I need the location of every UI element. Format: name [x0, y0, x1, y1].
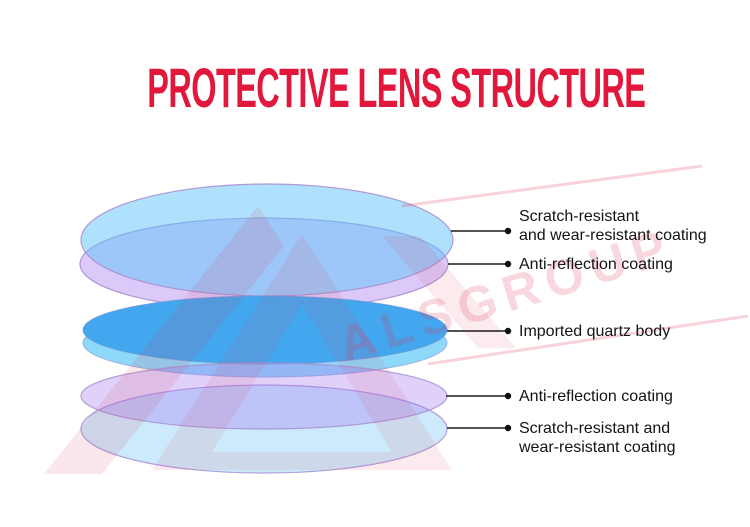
label-upper-anti-reflection: Anti-reflection coating — [519, 256, 673, 273]
watermark-logo-slash — [382, 236, 516, 348]
label-top-coating: Scratch-resistant and wear-resistant coa… — [519, 208, 707, 244]
bullet-dot — [504, 392, 512, 400]
label-quartz-body: Imported quartz body — [519, 323, 671, 340]
leader-lines — [446, 230, 505, 429]
label-bottom-coating: Scratch-resistant and wear-resistant coa… — [519, 420, 676, 456]
layer-quartz-body-ellipse — [82, 295, 448, 365]
bullet-dot — [504, 424, 512, 432]
watermark-upper-swoosh-line — [401, 164, 703, 208]
bullet-dot — [504, 327, 512, 335]
bullet-dot — [504, 227, 512, 235]
lens-stack — [79, 183, 454, 474]
label-lower-anti-reflection: Anti-reflection coating — [519, 388, 673, 405]
watermark-logo-a-shape — [152, 234, 452, 470]
watermark-lower-swoosh-line — [427, 314, 749, 366]
watermark-logo-left-leg — [44, 206, 284, 474]
bullet-dot — [504, 260, 512, 268]
leader-bullets — [504, 227, 512, 432]
